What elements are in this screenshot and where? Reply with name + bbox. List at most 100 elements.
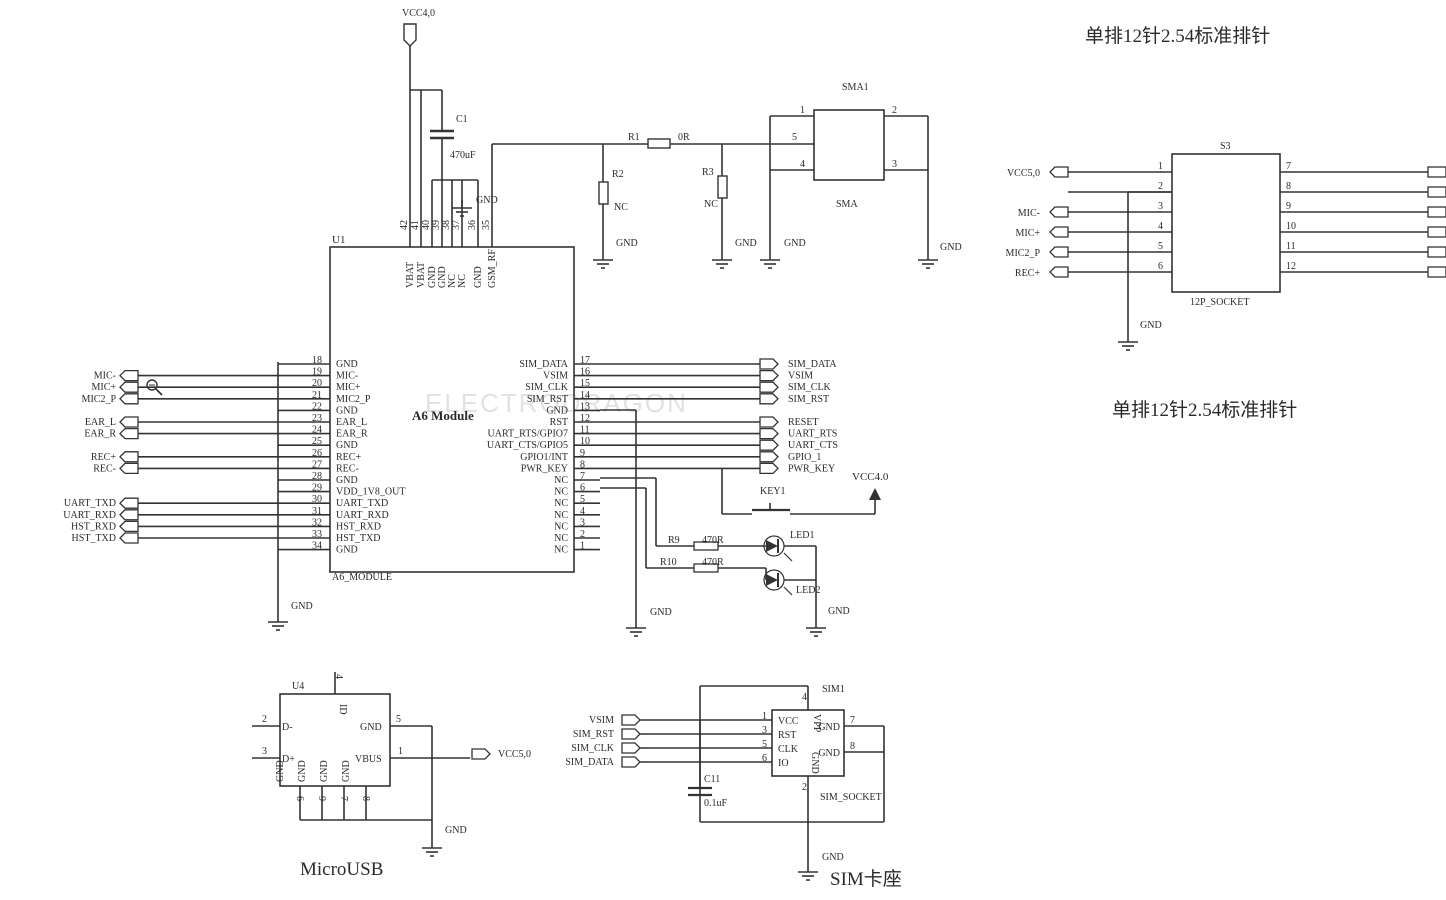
u1-left-pin-name-1: MIC- bbox=[336, 371, 358, 382]
u1-left-net-1: MIC- bbox=[94, 371, 116, 382]
u1-left-net-12: UART_TXD bbox=[64, 498, 116, 509]
gnd-label-usb: GND bbox=[445, 825, 467, 836]
u1-right-pin-num-4: 13 bbox=[580, 401, 590, 412]
u1-right-gnd: GND bbox=[600, 409, 672, 637]
u1-right-pin-name-5: RST bbox=[550, 417, 568, 428]
u1-left-pin-num-3: 21 bbox=[312, 390, 322, 401]
u1-left-pin-name-9: REC- bbox=[336, 463, 359, 474]
s3-right-pin-4: 11 bbox=[1286, 241, 1296, 252]
u1-top-pin-name-3: GND bbox=[437, 266, 448, 288]
u1-left-pin-num-10: 28 bbox=[312, 471, 322, 482]
gnd-label-right: GND bbox=[650, 607, 672, 618]
u1-left-pin-num-13: 31 bbox=[312, 506, 322, 517]
u1-top-pin-name-2: GND bbox=[427, 266, 438, 288]
u1-right-net-0: SIM_DATA bbox=[788, 359, 837, 370]
u1-left-pin-name-8: REC+ bbox=[336, 452, 361, 463]
gnd-label-sma-l: GND bbox=[784, 238, 806, 249]
u4-bottom-pin-num-0: 6 bbox=[294, 796, 305, 801]
u1-top-pin-num-5: 37 bbox=[451, 220, 462, 230]
vcc40-key-label: VCC4.0 bbox=[852, 471, 889, 483]
u1-right-pin-name-0: SIM_DATA bbox=[519, 359, 568, 370]
gnd-label-s3: GND bbox=[1140, 320, 1162, 331]
u1-left-net-9: REC- bbox=[93, 463, 116, 474]
r10-value: 470R bbox=[702, 557, 724, 568]
u1-top-pin-num-3: 39 bbox=[431, 220, 442, 230]
sma-pin-5: 5 bbox=[792, 132, 797, 143]
u1-top-pins: 42VBAT41VBAT40GND39GND38NC37NC36GND35GSM… bbox=[399, 220, 498, 288]
u4-bottom-pin-num-3: 8 bbox=[360, 796, 371, 801]
c1-value: 470uF bbox=[450, 150, 476, 161]
sim1-left-pin-name-0: VCC bbox=[778, 716, 799, 727]
u1-top-pin-num-0: 42 bbox=[399, 220, 410, 230]
u1-ref: U1 bbox=[332, 234, 345, 246]
u1-top-pin-num-6: 36 bbox=[467, 220, 478, 230]
u1-left-pin-num-14: 32 bbox=[312, 517, 322, 528]
u1-right-pin-name-13: NC bbox=[554, 510, 568, 521]
u1-right-pin-num-12: 5 bbox=[580, 494, 585, 505]
u4-pin2-name: D- bbox=[282, 722, 293, 733]
u4-pin3-num: 3 bbox=[262, 746, 267, 757]
u1-right-pin-num-10: 7 bbox=[580, 471, 585, 482]
r2-ref: R2 bbox=[612, 169, 624, 180]
s3-net-5: REC+ bbox=[1015, 268, 1040, 279]
sma-pin-2: 2 bbox=[892, 105, 897, 116]
s3-left-pin-0: 1 bbox=[1158, 161, 1163, 172]
u1-right-pin-num-16: 1 bbox=[580, 541, 585, 552]
u1-right-pin-num-2: 15 bbox=[580, 378, 590, 389]
u1-top-pin-name-1: VBAT bbox=[416, 262, 427, 288]
u1-right-pin-num-14: 3 bbox=[580, 517, 585, 528]
gnd-label-r3: GND bbox=[735, 238, 757, 249]
u1-right-net-9: PWR_KEY bbox=[788, 463, 835, 474]
r1-ref: R1 bbox=[628, 132, 640, 143]
r3-ref: R3 bbox=[702, 167, 714, 178]
r10-ref: R10 bbox=[660, 557, 677, 568]
u4-bottom-pin-name-3: GND bbox=[341, 760, 352, 782]
u1-left-net-15: HST_TXD bbox=[72, 533, 116, 544]
u1-left-pin-name-15: HST_TXD bbox=[336, 533, 380, 544]
s3-left-pin-5: 6 bbox=[1158, 261, 1163, 272]
r3-value: NC bbox=[704, 199, 718, 210]
u1-left-net-13: UART_RXD bbox=[63, 510, 116, 521]
gnd-label-sim: GND bbox=[822, 852, 844, 863]
u1-left-net-5: EAR_L bbox=[85, 417, 116, 428]
s3-right-pin-3: 10 bbox=[1286, 221, 1296, 232]
microusb-title: MicroUSB bbox=[300, 859, 383, 880]
c11-ref: C11 bbox=[704, 774, 720, 785]
u1-left-net-6: EAR_R bbox=[84, 429, 116, 440]
u1-right-pin-name-1: VSIM bbox=[543, 371, 568, 382]
u1-right-net-8: GPIO_1 bbox=[788, 452, 821, 463]
magnifier-cursor-icon bbox=[146, 379, 163, 396]
vcc40-label: VCC4,0 bbox=[402, 8, 435, 19]
u1-right-pin-name-11: NC bbox=[554, 487, 568, 498]
u1-top-pin-num-7: 35 bbox=[481, 220, 492, 230]
r2-value: NC bbox=[614, 202, 628, 213]
c1-ref: C1 bbox=[456, 114, 468, 125]
u1-left-net-3: MIC2_P bbox=[82, 394, 117, 405]
u1-right-pin-name-6: UART_RTS/GPIO7 bbox=[488, 429, 568, 440]
u1-left-pin-name-0: GND bbox=[336, 359, 358, 370]
u1-left-pin-num-8: 26 bbox=[312, 448, 322, 459]
u1-footer: A6_MODULE bbox=[332, 572, 392, 583]
sim1-socket: SIM1 SIM_SOCKET 4 VPP 2 GND GND C11 0.1u… bbox=[565, 684, 885, 881]
led1-ref: LED1 bbox=[790, 530, 814, 541]
u1-left-pin-name-16: GND bbox=[336, 545, 358, 556]
u1-value: A6 Module bbox=[412, 408, 474, 423]
sim1-net-1: SIM_RST bbox=[573, 729, 614, 740]
u1-left-pin-num-7: 25 bbox=[312, 436, 322, 447]
u1-right-net-6: UART_RTS bbox=[788, 429, 837, 440]
u1-right-net-5: RESET bbox=[788, 417, 819, 428]
led-circuit: R9 470R R10 470R LED1 LED2 GND bbox=[600, 477, 850, 637]
u4-bottom-pin-num-2: 7 bbox=[338, 796, 349, 801]
u1-left-pin-name-12: UART_TXD bbox=[336, 498, 388, 509]
gnd-label-led: GND bbox=[828, 606, 850, 617]
sim1-top-pin-name: VPP bbox=[811, 714, 822, 733]
sma-pin-4: 4 bbox=[800, 159, 805, 170]
u1-left-pin-num-9: 27 bbox=[312, 459, 322, 470]
u1-top-pin-name-0: VBAT bbox=[405, 262, 416, 288]
u4-ref: U4 bbox=[292, 681, 304, 692]
u1-top-pin-name-6: GND bbox=[473, 266, 484, 288]
s3-left-pin-1: 2 bbox=[1158, 181, 1163, 192]
s3-left-pin-4: 5 bbox=[1158, 241, 1163, 252]
u1-left-pin-num-16: 34 bbox=[312, 541, 322, 552]
u1-right-pin-num-5: 12 bbox=[580, 413, 590, 424]
